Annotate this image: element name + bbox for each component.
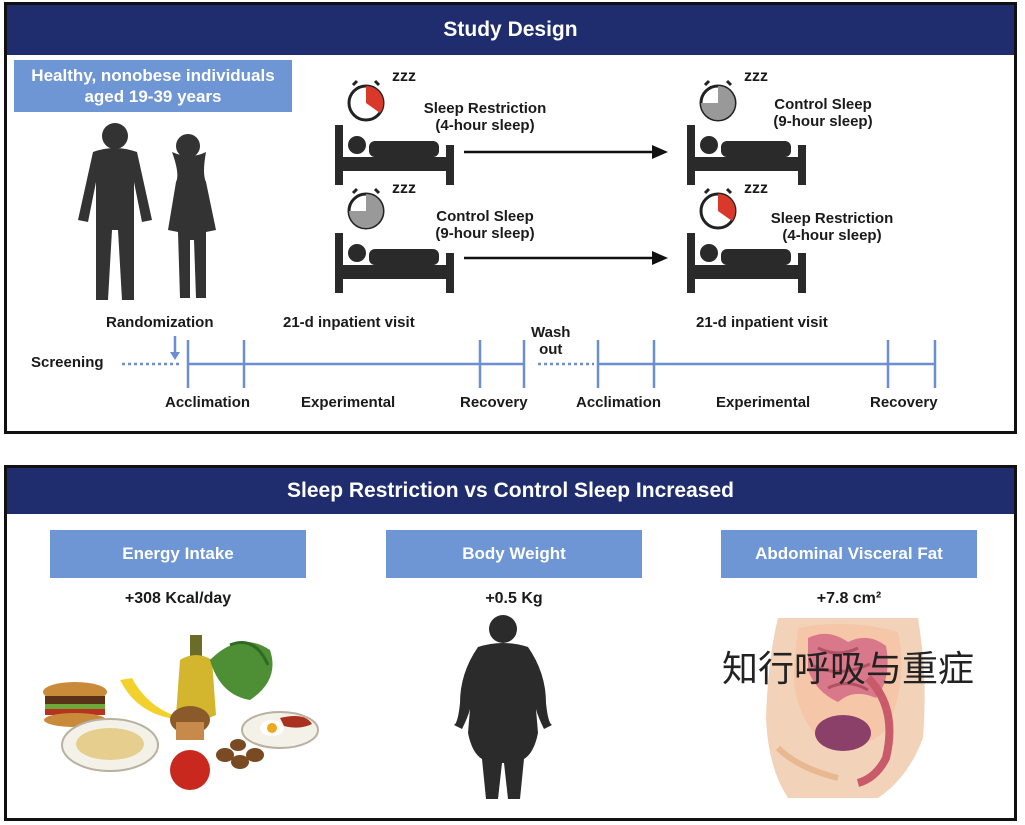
zzz-text: zzz	[744, 180, 768, 197]
energy-intake-value: +308 Kcal/day	[124, 590, 232, 607]
results-title: Sleep Restriction vs Control Sleep Incre…	[7, 468, 1014, 514]
phase-label: Acclimation	[165, 394, 251, 411]
bed-alarm-icon	[687, 79, 806, 185]
crossover-arrows	[464, 145, 668, 265]
watermark-text: 知行呼吸与重症	[722, 649, 975, 690]
bed-alarm-icon	[335, 187, 454, 293]
food-icon	[43, 635, 319, 790]
visceral-fat-value: +7.8 cm²	[816, 590, 882, 607]
washout-label: Wash out	[531, 324, 571, 358]
arm-label-4: Sleep Restriction (4-hour sleep)	[770, 210, 894, 244]
population-box: Healthy, nonobese individuals aged 19-39…	[14, 60, 292, 112]
bed-alarm-icon	[335, 79, 454, 185]
abdomen-anatomy-icon	[766, 618, 925, 798]
arm-label-2: Control Sleep (9-hour sleep)	[435, 208, 535, 242]
arm-label-1: Sleep Restriction (4-hour sleep)	[423, 100, 547, 134]
study-design-title: Study Design	[7, 5, 1014, 55]
visit-2-label: 21-d inpatient visit	[696, 314, 828, 331]
energy-intake-box: Energy Intake	[50, 530, 306, 578]
body-silhouette-icon	[454, 615, 552, 799]
phase-label: Recovery	[870, 394, 938, 411]
phase-label: Experimental	[716, 394, 811, 411]
phase-label: Experimental	[301, 394, 396, 411]
zzz-text: zzz	[392, 180, 416, 197]
visit-1-label: 21-d inpatient visit	[283, 314, 415, 331]
zzz-text: zzz	[744, 68, 768, 85]
visceral-fat-box: Abdominal Visceral Fat	[721, 530, 977, 578]
arm-label-3: Control Sleep (9-hour sleep)	[773, 96, 873, 130]
body-weight-value: +0.5 Kg	[485, 590, 543, 607]
timeline	[122, 336, 937, 388]
phase-label: Recovery	[460, 394, 528, 411]
body-weight-box: Body Weight	[386, 530, 642, 578]
phase-label: Acclimation	[576, 394, 662, 411]
randomization-label: Randomization	[106, 314, 214, 331]
participants-silhouette-icon	[78, 123, 216, 300]
bed-alarm-icon	[687, 187, 806, 293]
screening-label: Screening	[31, 354, 104, 371]
zzz-text: zzz	[392, 68, 416, 85]
